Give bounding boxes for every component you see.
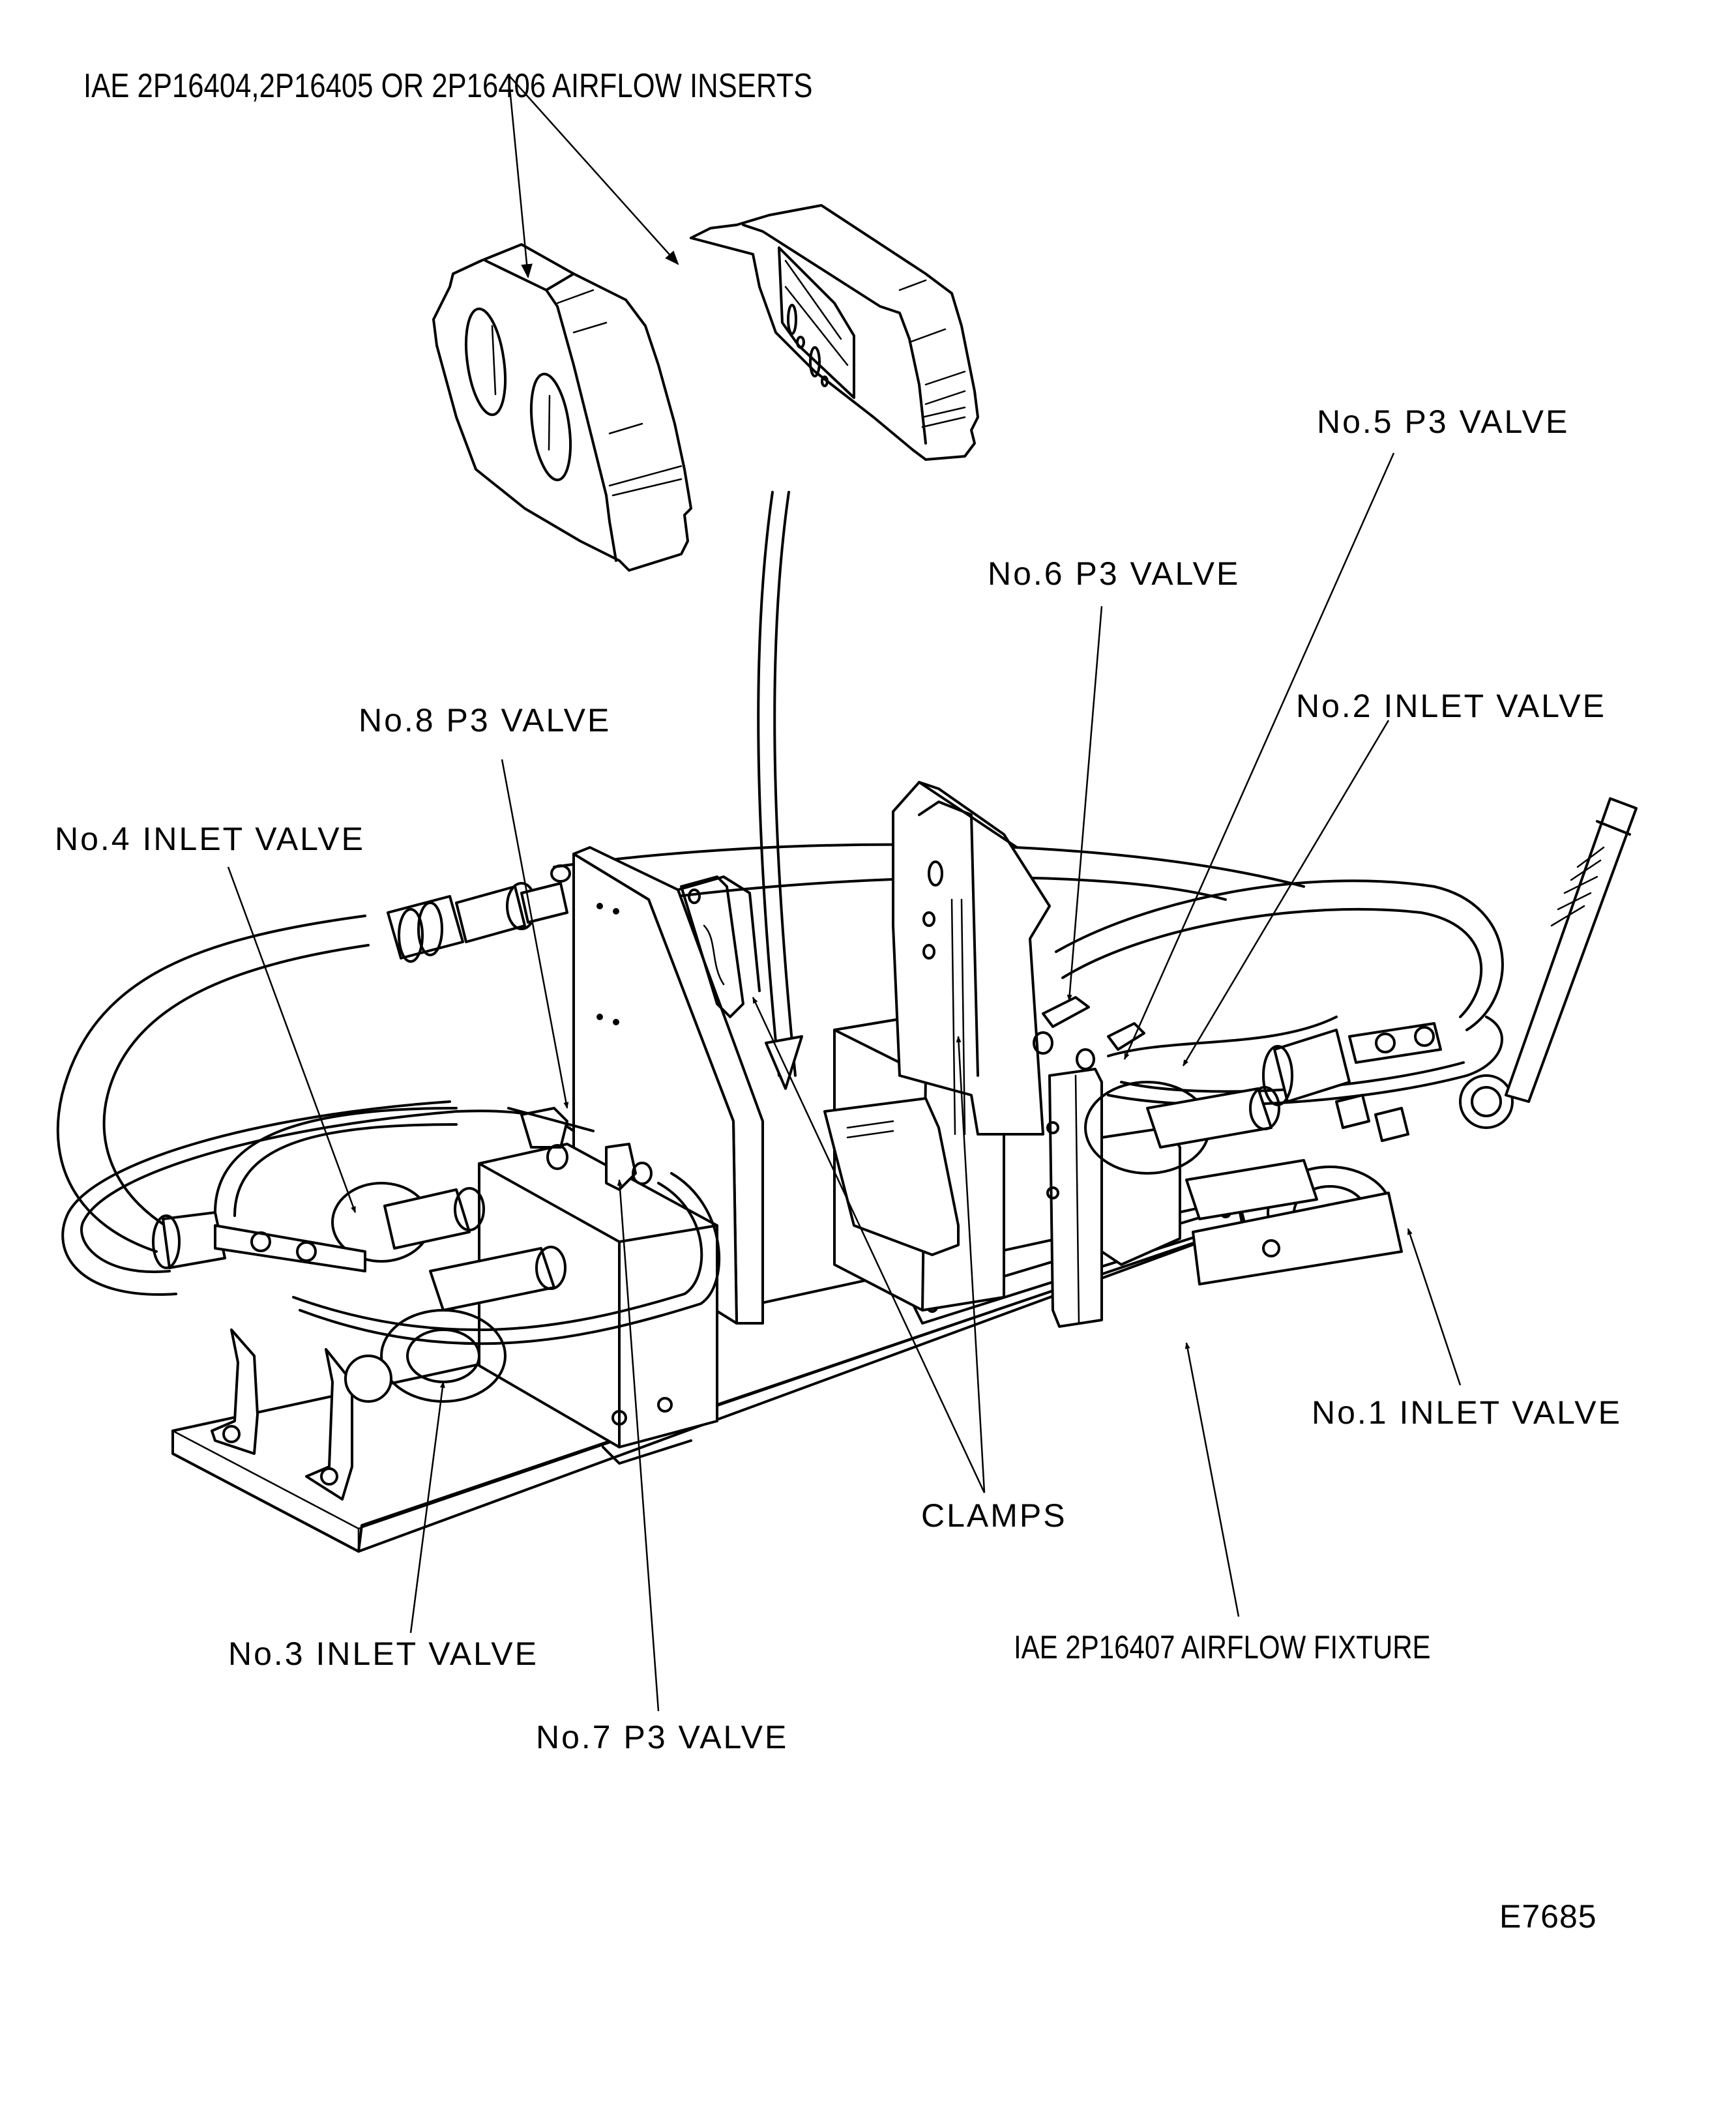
leader-no3-inlet-valve: [409, 1381, 445, 1634]
leader-no7-p3-valve: [617, 1179, 660, 1712]
leader-fixture: [1184, 1342, 1240, 1617]
handle: [1505, 797, 1638, 1103]
leader-no6-p3-valve: [1067, 606, 1103, 1001]
leader-no4-inlet-valve: [227, 866, 357, 1213]
figure-id: E7685: [1499, 1898, 1597, 1935]
left-inner-hoses: [61, 1100, 721, 1345]
left-valve-block: [478, 1143, 718, 1465]
center-right-block: [1100, 1126, 1181, 1266]
inlet-valve-no2: [1084, 1081, 1280, 1175]
center-clamp-block: [892, 781, 1051, 1136]
pipe-end-right: [1459, 1074, 1514, 1129]
p3-valve-no7: [605, 1143, 653, 1191]
label-airflow-inserts: IAE 2P16404,2P16405 OR 2P16406 AIRFLOW I…: [83, 67, 813, 105]
leader-clamps-left: [752, 997, 986, 1493]
leader-no5-p3-valve: [1123, 452, 1395, 1060]
label-no1-inlet-valve: No.1 INLET VALVE: [1312, 1394, 1622, 1431]
leader-clamps-right: [956, 1036, 986, 1493]
right-connector: [1262, 1022, 1442, 1106]
leader-no2-inlet-valve: [1182, 720, 1390, 1066]
hose-fitting-top: [387, 864, 571, 963]
leader-inserts-right: [508, 74, 679, 265]
pipe-end-left: [344, 1355, 392, 1403]
label-no3-inlet-valve: No.3 INLET VALVE: [228, 1636, 538, 1672]
label-clamps: CLAMPS: [921, 1497, 1067, 1534]
leader-no8-p3-valve: [501, 759, 569, 1109]
label-no4-inlet-valve: No.4 INLET VALVE: [55, 821, 365, 857]
label-no6-p3-valve: No.6 P3 VALVE: [988, 555, 1241, 592]
label-no2-inlet-valve: No.2 INLET VALVE: [1296, 688, 1606, 724]
base-screw: [1262, 1239, 1280, 1257]
leader-no1-inlet-valve: [1407, 1228, 1462, 1386]
right-valve-base: [1192, 1192, 1403, 1285]
insertion-arrow: [757, 491, 803, 1090]
p3-valve-no5: [1076, 1022, 1145, 1070]
p3-valve-no6: [1033, 996, 1090, 1055]
vertical-slider: [1046, 1068, 1103, 1328]
label-no8-p3-valve: No.8 P3 VALVE: [359, 702, 611, 739]
label-airflow-fixture: IAE 2P16407 AIRFLOW FIXTURE: [1014, 1629, 1431, 1665]
leader-inserts-left: [507, 74, 533, 279]
p3-valve-no8: [507, 1107, 595, 1170]
clamp-left: [680, 875, 744, 1018]
airflow-insert-two-hole: [432, 243, 692, 572]
label-no7-p3-valve: No.7 P3 VALVE: [536, 1719, 789, 1755]
left-connector: [152, 1211, 366, 1272]
airflow-insert-slotted: [690, 204, 979, 461]
label-no5-p3-valve: No.5 P3 VALVE: [1317, 403, 1570, 440]
inlet-valve-no4: [331, 1182, 485, 1263]
